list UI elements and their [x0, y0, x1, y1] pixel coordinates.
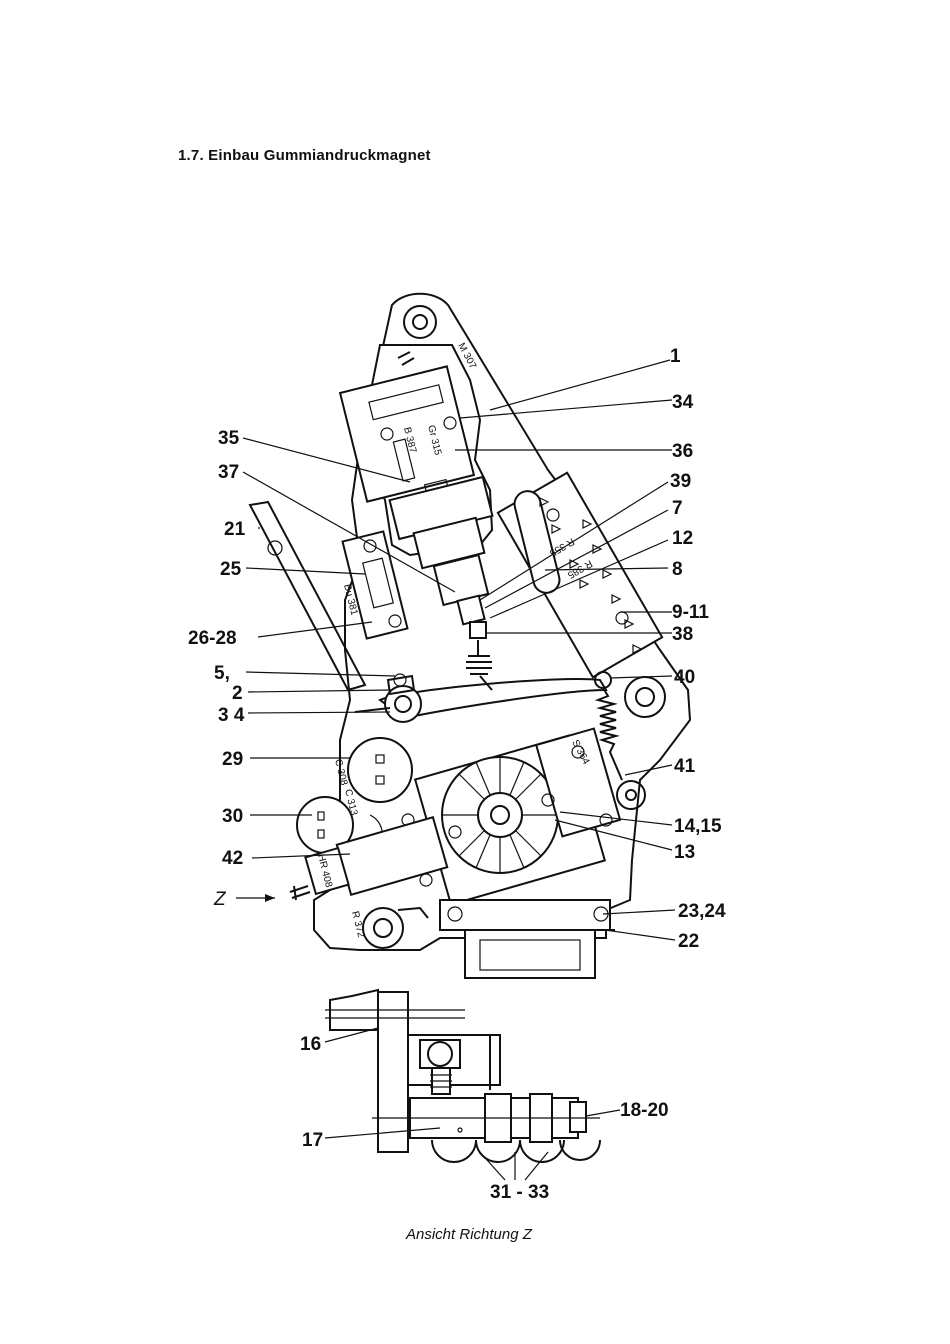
side-view [325, 988, 601, 1163]
callout-18-20: 18-20 [620, 1100, 669, 1121]
armature-lever [354, 671, 612, 723]
callout-34: 34 [672, 392, 694, 413]
callout-z: Z [213, 889, 227, 910]
marking-c308: C 308 [332, 758, 349, 787]
callout-36: 36 [672, 441, 693, 462]
leader-lines [236, 359, 676, 941]
callout-31-33: 31 - 33 [490, 1182, 549, 1203]
capacitors [296, 737, 413, 854]
callout-23-24: 23,24 [678, 901, 726, 922]
callout-42: 42 [222, 848, 243, 869]
mounting-bracket [439, 899, 615, 979]
callout-29: 29 [222, 749, 243, 770]
callout-17: 17 [302, 1130, 323, 1151]
callout-14-15: 14,15 [674, 816, 722, 837]
callout-25: 25 [220, 559, 242, 580]
callout-40: 40 [674, 667, 695, 688]
callout-9-11: 9-11 [672, 602, 709, 623]
callout-41: 41 [674, 756, 696, 777]
pulley-r372 [362, 906, 429, 949]
callout-13: 13 [674, 842, 695, 863]
callout-30: 30 [222, 806, 243, 827]
callout-16: 16 [300, 1034, 321, 1055]
callout-1: 1 [670, 346, 681, 367]
page-title: 1.7. Einbau Gummiandruckmagnet [178, 147, 431, 164]
motor-fan [401, 727, 622, 906]
callout-7: 7 [672, 498, 683, 519]
callout-37: 37 [218, 462, 239, 483]
direction-arrow-z [265, 894, 275, 902]
terminal-screw [393, 673, 407, 687]
plug-connector-25 [341, 530, 409, 640]
callout-3-4: 3 4 [218, 705, 245, 726]
callout-2: 2 [232, 683, 243, 704]
callout-8: 8 [672, 559, 683, 580]
view-caption: Ansicht Richtung Z [406, 1226, 532, 1243]
marking-r372: R 372 [349, 910, 366, 939]
callout-5: 5, [214, 663, 230, 684]
callout-26-28: 26-28 [188, 628, 237, 649]
callout-39: 39 [670, 471, 691, 492]
callout-12: 12 [672, 528, 693, 549]
callout-35: 35 [218, 428, 240, 449]
callout-22: 22 [678, 931, 699, 952]
lever-arm-21 [248, 500, 367, 692]
side-view-leader-lines [324, 1027, 621, 1181]
magnet-housing [338, 344, 494, 691]
return-spring [594, 687, 623, 781]
cylinder-resistor-42 [289, 815, 449, 901]
callout-38: 38 [672, 624, 693, 645]
callout-21: 21 [224, 519, 246, 540]
